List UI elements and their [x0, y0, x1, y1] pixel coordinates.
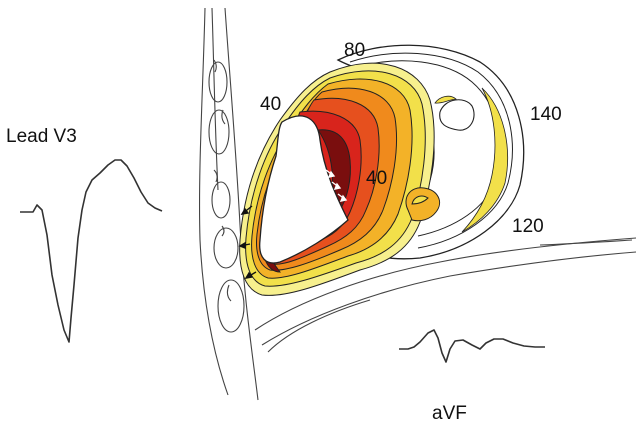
lead-v3-label: Lead V3: [6, 126, 77, 147]
isochrone-40-top-label: 40: [260, 94, 281, 115]
lead-v3-trace: [20, 160, 162, 342]
isochrone-40-septum-label: 40: [366, 168, 387, 189]
papillary-muscle: [440, 100, 474, 130]
isochrone-120-label: 120: [512, 216, 544, 237]
avf-label: aVF: [432, 403, 467, 424]
isochrone-80-label: 80: [344, 40, 365, 61]
isochrone-140-label: 140: [530, 104, 562, 125]
avf-trace: [399, 330, 545, 362]
